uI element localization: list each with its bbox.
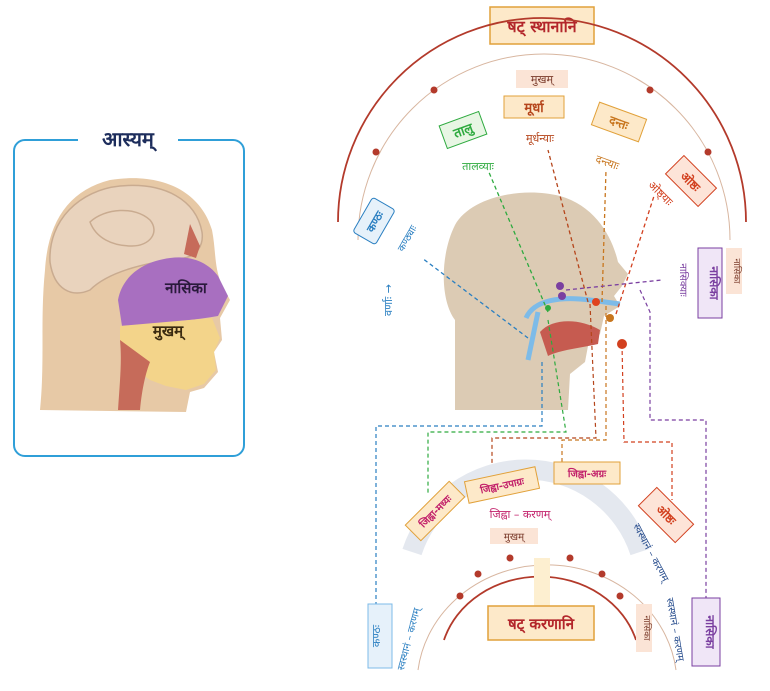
svasthane-right2: स्वस्थानं – करणम् — [663, 597, 686, 664]
nasal-cavity — [118, 257, 228, 326]
place-danta-adj: दन्त्याः — [594, 153, 622, 174]
place-nasika: नासिका नासिक्याः नासिका — [677, 247, 743, 319]
karana-oshtha: ओष्ठः स्वस्थानं – करणम् — [630, 486, 695, 585]
right-nasika-small: नासिका — [731, 259, 743, 285]
profile-head — [443, 192, 628, 410]
bottom-mukham-box — [490, 528, 538, 544]
place-nasika-name: नासिका — [707, 265, 721, 300]
place-kantha-adj: कण्ठ्याः — [396, 223, 420, 254]
place-kantha: कण्ठः कण्ठ्याः — [353, 197, 420, 254]
place-oshtha-adj: ओष्ठ्याः — [645, 179, 675, 209]
bottom-arc-dots — [456, 554, 624, 600]
karana-jihva-upagra: जिह्वा-उपाग्रः — [463, 466, 541, 504]
bottom-small-nasika: नासिका — [641, 616, 653, 642]
mukham-label-left: मुखम् — [152, 322, 186, 341]
top-mukham-box — [516, 70, 568, 88]
sinus — [184, 224, 200, 258]
karana-kantha-name: कण्ठः — [370, 624, 383, 647]
place-murdha-adj: मूर्धन्याः — [526, 132, 555, 146]
brain-fold — [89, 209, 155, 247]
jihva-karanam: जिह्वा – करणम् — [490, 508, 553, 521]
aasya-title: आस्यम् — [78, 124, 178, 154]
place-danta-name: दन्तः — [606, 113, 630, 133]
karana-jihva-agra-name: जिह्वा-अग्रः — [567, 467, 607, 480]
place-danta: दन्तः दन्त्याः — [590, 101, 648, 174]
karana-kantha: कण्ठः स्वस्थानं – करणम् — [367, 603, 424, 672]
brain — [49, 184, 204, 294]
bottom-title-box — [487, 605, 595, 641]
karana-nasika-name: नासिका — [703, 614, 717, 649]
bottom-mukham: मुखम् — [504, 532, 526, 543]
varna-label: वर्णाः → — [382, 284, 395, 316]
place-oshtha: ओष्ठः ओष्ठ्याः — [645, 154, 718, 209]
throat — [118, 340, 150, 410]
profile-tongue — [540, 321, 600, 356]
profile-palate — [523, 296, 621, 320]
nasika-label-left: नासिका — [164, 279, 208, 297]
top-mukham: मुखम् — [531, 73, 555, 86]
place-talu-adj: तालव्याः — [462, 160, 495, 173]
top-title: षट् स्थानानि — [506, 17, 577, 37]
place-nasika-adj: नासिक्याः — [677, 263, 689, 297]
top-arc-dots — [372, 86, 712, 156]
bottom-connectors — [375, 289, 707, 606]
top-outer-arc — [337, 17, 747, 223]
karana-jihva-agra: जिह्वा-अग्रः — [553, 461, 621, 485]
profile-throat — [525, 311, 541, 361]
karana-jihva-madhya: जिह्वा-मध्यः — [404, 480, 466, 542]
place-murdha: मूर्धा मूर्धन्याः — [503, 95, 565, 146]
bottom-title: षट् करणानि — [507, 615, 575, 634]
top-arrows — [421, 149, 663, 339]
bottom-stem — [534, 558, 550, 610]
place-talu: तालु तालव्याः — [438, 110, 495, 173]
head-illustration — [40, 178, 230, 412]
place-talu-name: तालु — [451, 121, 477, 143]
place-murdha-name: मूर्धा — [523, 100, 544, 116]
karana-nasika: नासिका नासिका स्वस्थानं – करणम् — [636, 597, 721, 667]
